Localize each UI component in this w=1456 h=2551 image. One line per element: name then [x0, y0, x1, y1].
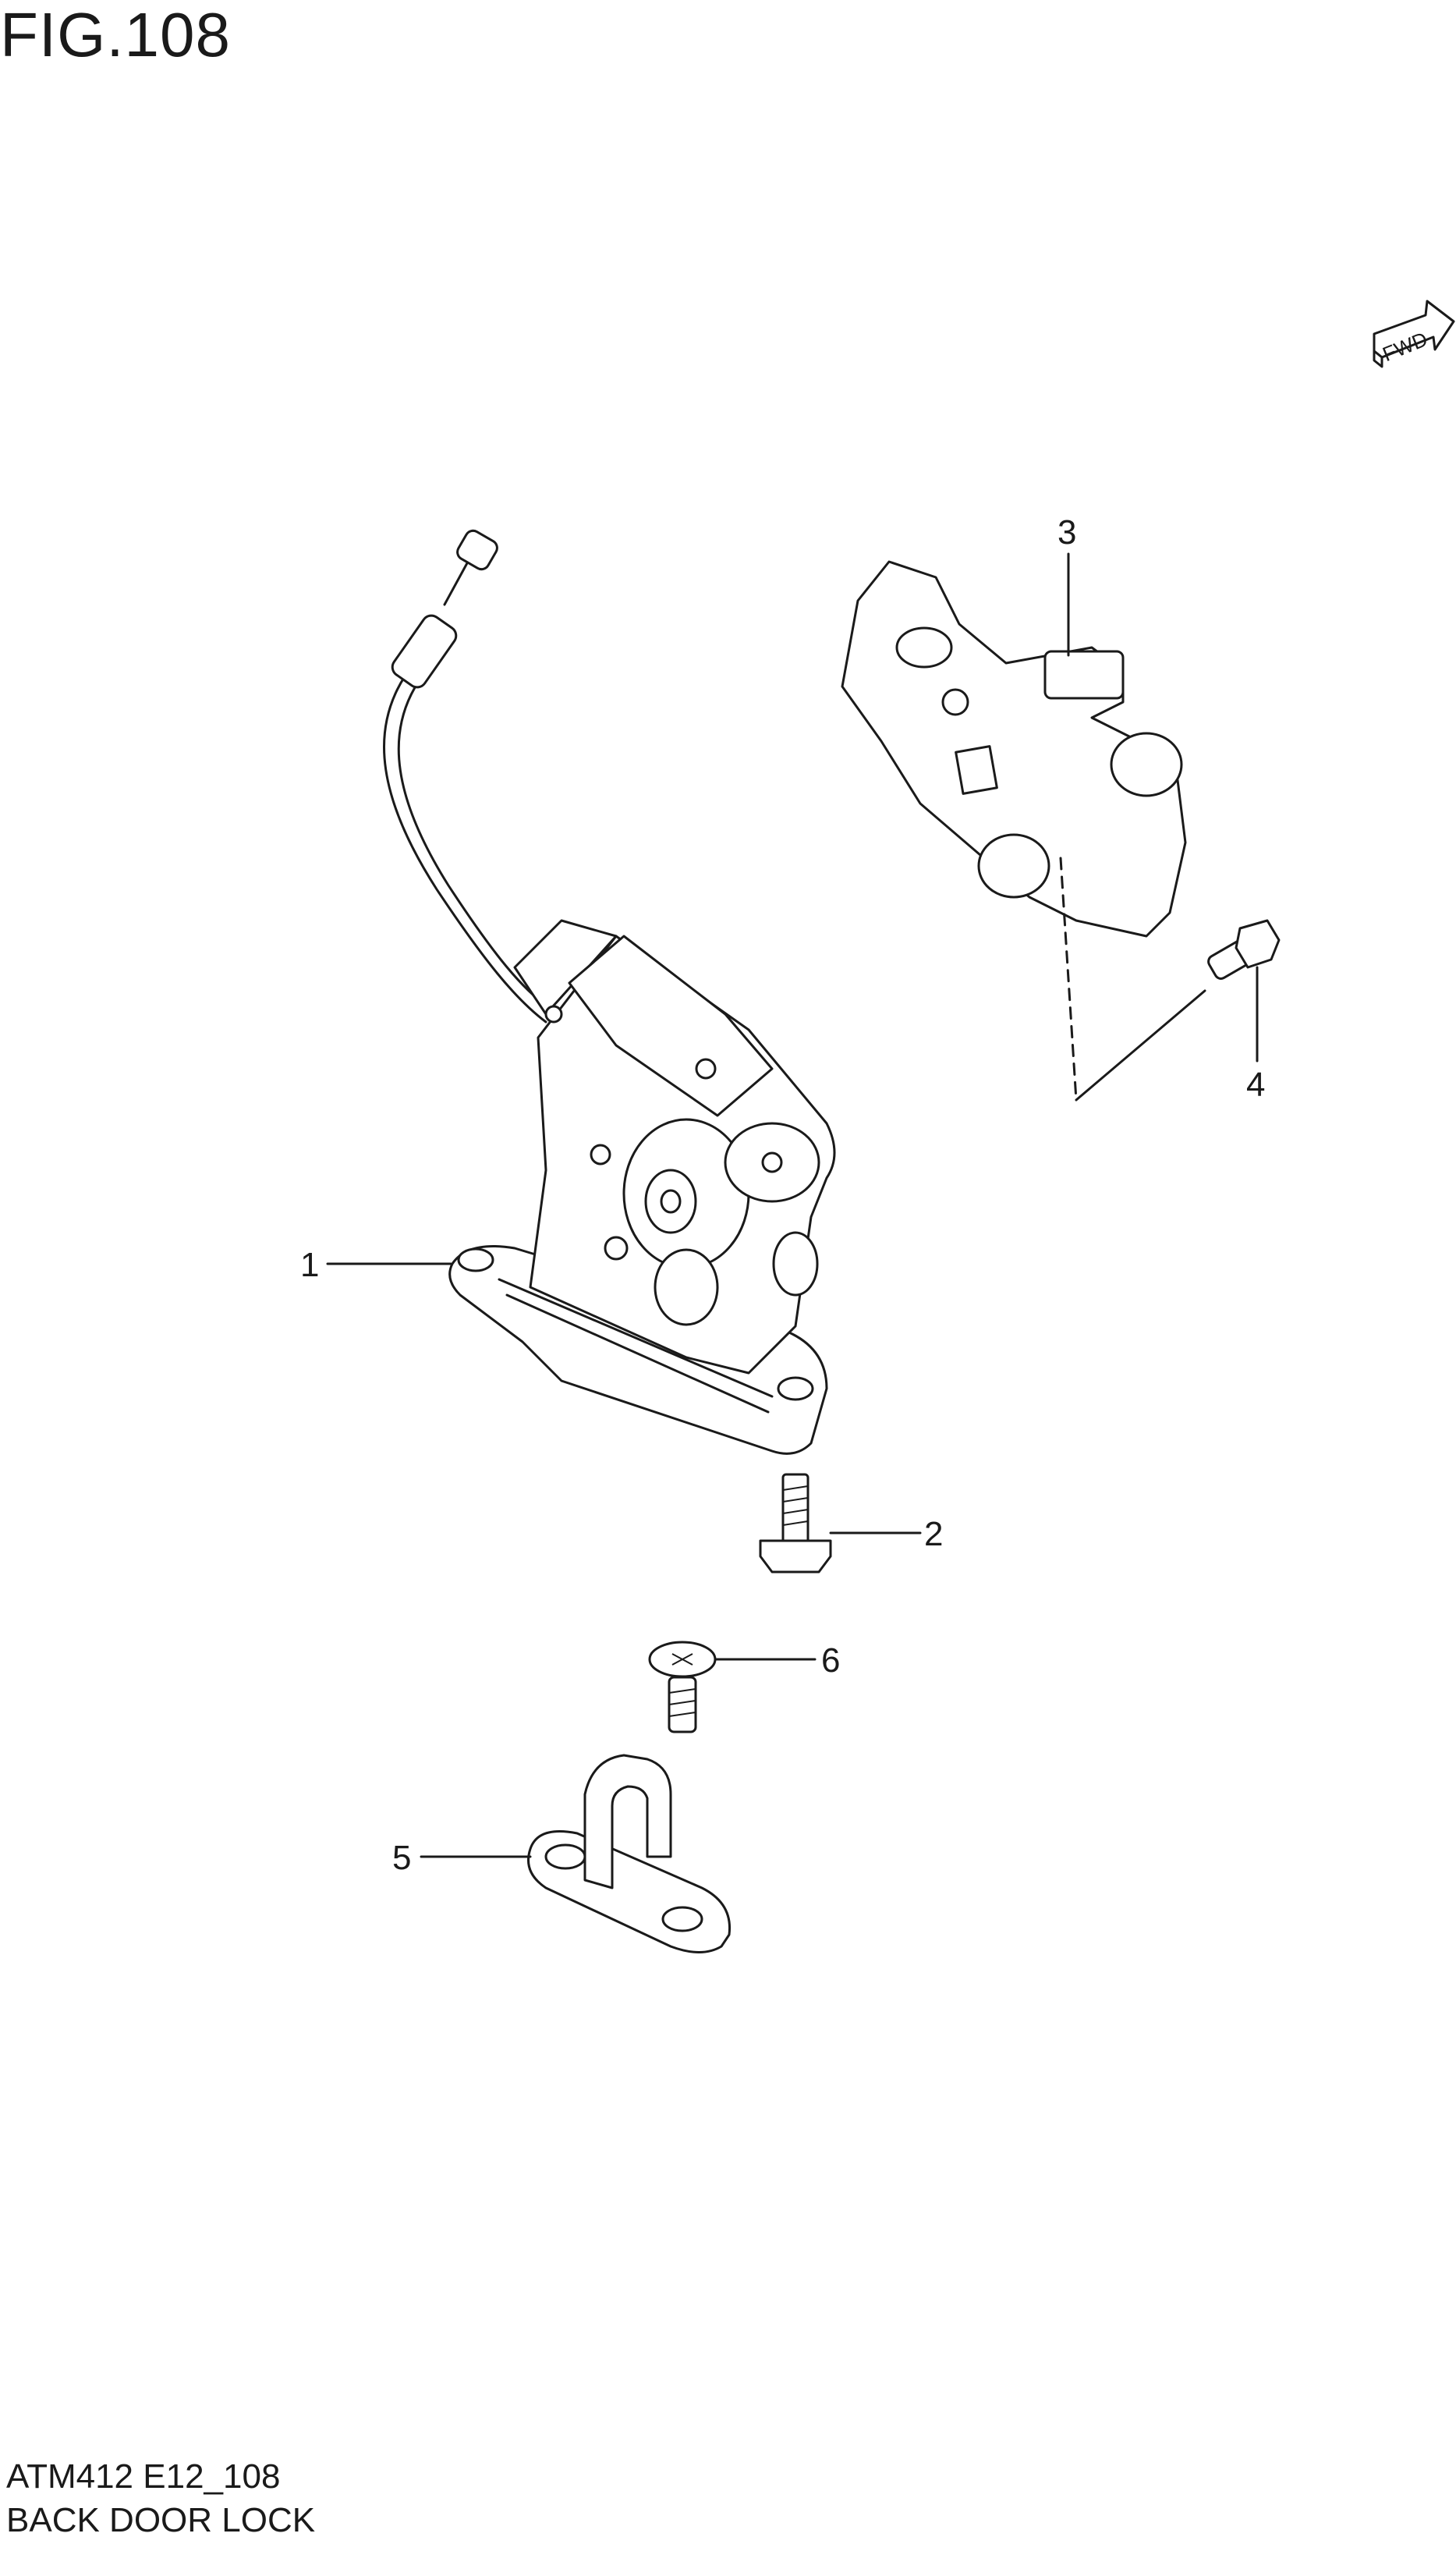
figure-title: FIG.108 — [0, 0, 232, 69]
bolt-part-2 — [759, 1473, 832, 1574]
lock-actuator-assembly — [383, 529, 836, 1455]
assembly-line-4 — [1059, 857, 1078, 1102]
fwd-arrow-icon: FWD — [1373, 300, 1455, 368]
screw-part-4 — [1207, 919, 1281, 980]
figure-name: BACK DOOR LOCK — [6, 2501, 316, 2539]
figure-code: ATM412 E12_108 — [6, 2457, 281, 2496]
assembly-line-4b — [1075, 989, 1206, 1102]
callout-6: 6 — [821, 1641, 840, 1680]
striker-bracket — [841, 560, 1187, 938]
callout-2: 2 — [924, 1515, 943, 1553]
callout-5: 5 — [392, 1839, 411, 1877]
callout-4: 4 — [1246, 1066, 1265, 1104]
striker-part-5 — [527, 1754, 732, 1953]
screw-part-6 — [648, 1641, 717, 1733]
callout-1: 1 — [300, 1246, 319, 1284]
callout-3: 3 — [1057, 513, 1076, 552]
